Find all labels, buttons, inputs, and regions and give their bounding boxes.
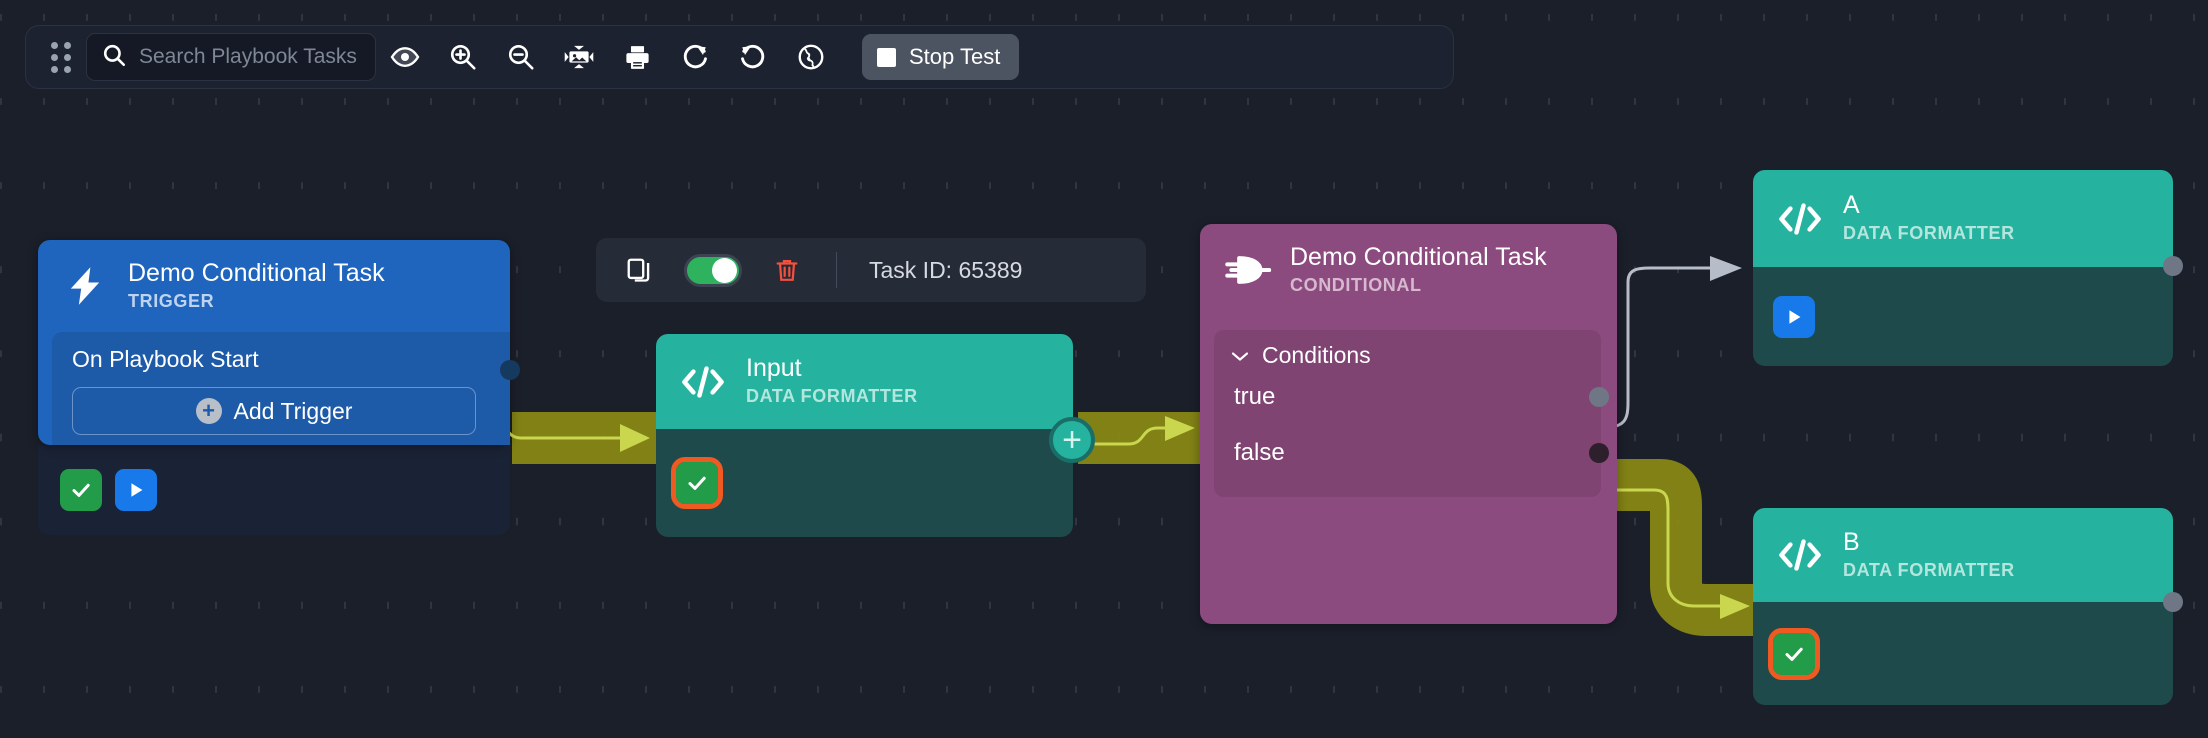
trigger-node-title: Demo Conditional Task [128,258,385,287]
node-a-title: A [1843,191,1860,220]
print-icon[interactable] [608,28,666,86]
node-a-output-port[interactable] [2163,256,2183,276]
input-node-body [656,429,1073,537]
condition-output-port-false[interactable] [1589,443,1609,463]
trigger-node-footer [38,445,510,535]
trigger-node-header: Demo Conditional Task TRIGGER [38,240,510,332]
input-node-subtitle: DATA FORMATTER [746,386,918,407]
redo-icon[interactable] [666,28,724,86]
add-trigger-button[interactable]: + Add Trigger [72,387,476,435]
check-chip[interactable] [1768,627,1820,680]
copy-icon[interactable] [622,253,656,287]
node-a-body [1753,267,2173,366]
node-conditional[interactable]: Demo Conditional Task CONDITIONAL Condit… [1200,224,1617,624]
search-icon [101,42,127,73]
search-input[interactable]: Search Playbook Tasks [86,33,376,81]
conditional-node-subtitle: CONDITIONAL [1290,274,1422,295]
code-brackets-icon [1773,199,1827,239]
logic-gate-icon [1220,249,1274,291]
lightning-bolt-icon [58,263,112,309]
fit-view-icon[interactable] [550,28,608,86]
run-chip[interactable] [115,469,157,511]
node-input[interactable]: Input DATA FORMATTER + [656,334,1095,537]
eye-icon[interactable] [376,28,434,86]
conditions-label: Conditions [1262,342,1371,368]
edge-input-to-conditional [1078,412,1205,464]
conditions-toggle[interactable]: Conditions [1214,342,1601,369]
task-id-label: Task ID: 65389 [869,256,1023,283]
code-brackets-icon [676,362,730,402]
trigger-node-subtitle: TRIGGER [128,290,215,311]
playbook-toolbar[interactable]: Search Playbook Tasks [25,25,1454,89]
input-node-title: Input [746,354,802,383]
zoom-in-icon[interactable] [434,28,492,86]
edge-false-to-b [1595,459,1760,636]
stop-square-icon [877,47,896,67]
code-brackets-icon [1773,535,1827,575]
drag-dots-icon[interactable] [40,41,82,73]
chevron-down-icon [1230,342,1250,369]
add-node-icon[interactable]: + [1049,417,1095,463]
condition-output-port-true[interactable] [1589,387,1609,407]
condition-row-true[interactable]: true [1214,369,1609,425]
node-b-header: B DATA FORMATTER [1753,508,2173,602]
check-chip[interactable] [671,457,723,509]
trigger-node-body: On Playbook Start + Add Trigger [52,332,520,445]
trash-icon[interactable] [770,253,804,287]
plus-icon: + [195,398,222,424]
globe-icon[interactable] [782,28,840,86]
conditional-node-header: Demo Conditional Task CONDITIONAL [1200,224,1617,316]
run-chip[interactable] [1773,295,1815,338]
condition-label: true [1234,383,1276,410]
undo-icon[interactable] [724,28,782,86]
node-trigger[interactable]: Demo Conditional Task TRIGGER On Playboo… [38,240,520,445]
node-b-output-port[interactable] [2163,592,2183,612]
trigger-output-port[interactable] [500,360,520,380]
node-b-title: B [1843,527,1860,556]
stop-test-button[interactable]: Stop Test [862,34,1020,80]
condition-row-false[interactable]: false [1214,425,1609,481]
node-b[interactable]: B DATA FORMATTER [1753,508,2183,705]
input-node-header: Input DATA FORMATTER [656,334,1073,429]
node-context-toolbar[interactable]: Task ID: 65389 [596,238,1146,302]
node-a-subtitle: DATA FORMATTER [1843,223,2015,244]
check-chip[interactable] [60,469,102,511]
trigger-body-label: On Playbook Start [72,346,259,372]
node-a-header: A DATA FORMATTER [1753,170,2173,267]
edge-true-to-a [1599,256,1742,430]
zoom-out-icon[interactable] [492,28,550,86]
condition-label: false [1234,439,1285,466]
node-a[interactable]: A DATA FORMATTER [1753,170,2183,366]
enable-task-toggle[interactable] [684,253,742,287]
conditional-node-title: Demo Conditional Task [1290,242,1547,271]
stop-test-label: Stop Test [909,44,1001,69]
node-b-body [1753,602,2173,705]
search-placeholder: Search Playbook Tasks [139,45,357,68]
node-b-subtitle: DATA FORMATTER [1843,559,2015,580]
add-trigger-label: Add Trigger [233,397,353,424]
conditions-section: Conditions true false [1214,330,1609,497]
toolbar-divider [836,252,837,288]
